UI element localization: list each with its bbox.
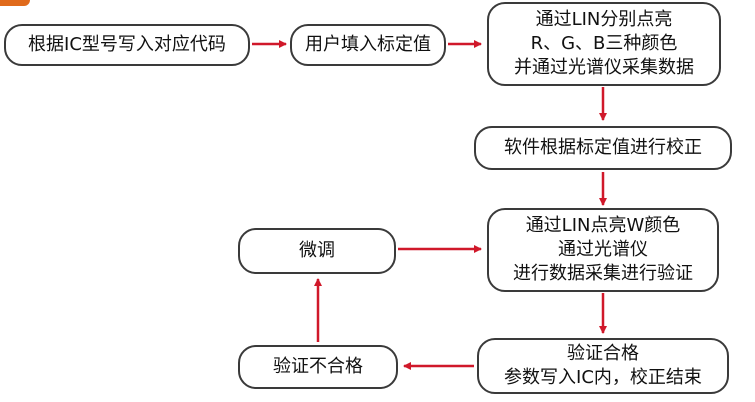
node-verify-fail-line-1: 验证不合格 — [273, 356, 363, 377]
corner-accent-mark — [0, 0, 30, 6]
node-white-verify-line-1: 通过LIN点亮W颜色 — [525, 215, 681, 236]
node-write-code: 根据IC型号写入对应代码 — [4, 24, 250, 66]
node-verify-pass-line-1: 验证合格 — [567, 343, 639, 364]
node-user-input: 用户填入标定值 — [290, 24, 446, 66]
node-white-verify-line-2: 通过光谱仪 — [558, 239, 648, 260]
node-white-verify: 通过LIN点亮W颜色 通过光谱仪 进行数据采集进行验证 — [487, 208, 719, 292]
node-verify-pass: 验证合格 参数写入IC内，校正结束 — [477, 338, 729, 394]
node-verify-pass-line-2: 参数写入IC内，校正结束 — [504, 367, 702, 388]
node-rgb-collect-line-1: 通过LIN分别点亮 — [535, 9, 673, 30]
node-software-calibrate-line-1: 软件根据标定值进行校正 — [504, 137, 702, 158]
node-rgb-collect-line-3: 并通过光谱仪采集数据 — [514, 57, 694, 78]
node-rgb-collect-line-2: R、G、B三种颜色 — [530, 33, 678, 54]
node-white-verify-line-3: 进行数据采集进行验证 — [513, 263, 693, 284]
node-user-input-line-1: 用户填入标定值 — [305, 34, 431, 55]
node-rgb-collect: 通过LIN分别点亮 R、G、B三种颜色 并通过光谱仪采集数据 — [487, 2, 721, 86]
node-fine-tune: 微调 — [238, 228, 396, 274]
node-verify-fail: 验证不合格 — [238, 345, 398, 389]
node-write-code-line-1: 根据IC型号写入对应代码 — [28, 34, 226, 55]
node-software-calibrate: 软件根据标定值进行校正 — [474, 126, 732, 170]
node-fine-tune-line-1: 微调 — [299, 240, 335, 261]
